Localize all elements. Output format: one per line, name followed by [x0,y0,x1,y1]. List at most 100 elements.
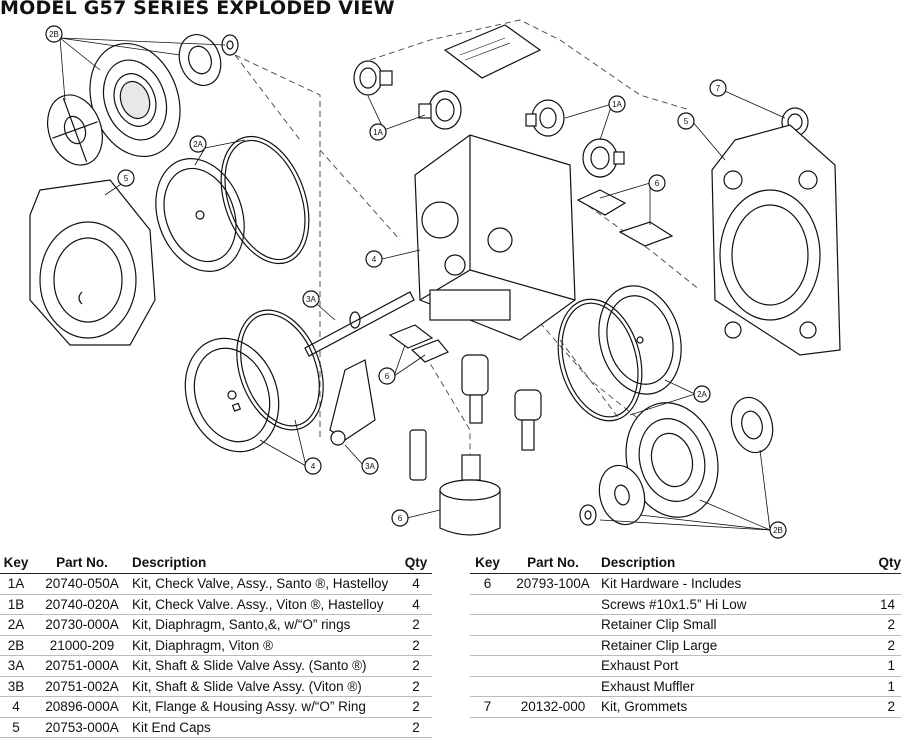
callout-6-top: 6 [648,174,666,192]
cell-part-no [505,635,601,656]
cell-key: 3B [0,676,32,697]
cell-description: Kit End Caps [132,717,400,738]
cell-part-no: 20740-050A [32,573,132,595]
cell-description: Exhaust Muffler [601,676,871,697]
cell-qty [871,573,901,595]
cell-qty: 4 [400,594,432,615]
cell-qty: 2 [400,655,432,677]
cell-description: Kit, Check Valve, Assy., Santo ®, Hastel… [132,573,400,595]
svg-text:1A: 1A [612,100,622,109]
cell-qty: 2 [400,635,432,656]
cell-part-no: 20132-000 [505,696,601,718]
callout-1a-left: 1A [369,123,387,141]
svg-text:2A: 2A [193,140,203,149]
diaphragm-2b-top-part [89,42,181,158]
flange-4-bottom [184,337,280,453]
svg-text:3A: 3A [365,462,375,471]
cell-part-no: 20751-002A [32,676,132,697]
cell-qty: 1 [871,655,901,677]
cell-qty: 2 [871,696,901,718]
page-title: MODEL G57 SERIES EXPLODED VIEW [0,0,395,19]
leader-lines [59,37,786,531]
svg-text:4: 4 [372,255,377,264]
cell-part-no [505,594,601,615]
cell-description: Kit, Flange & Housing Assy. w/“O” Ring [132,696,400,718]
header-key: Key [0,552,32,574]
end-cap-left [29,179,156,346]
shaft-3a [304,291,415,357]
diaphragm-2b-top-disc [47,94,103,166]
cell-description: Kit, Diaphragm, Viton ® [132,635,400,656]
cell-key: 5 [0,717,32,738]
diaphragm-2a-right [598,285,682,395]
callout-6-bottom: 6 [391,509,409,527]
svg-text:6: 6 [385,372,390,381]
callout-4-bottom: 4 [304,457,322,475]
end-cap-right [711,124,841,356]
header-qty: Qty [871,552,901,574]
callout-5-left: 5 [117,169,135,187]
cell-key: 2B [0,635,32,656]
cell-key [470,676,505,697]
diaphragm-2b-top-plate [178,34,222,86]
svg-text:7: 7 [716,84,721,93]
diaphragm-2b-bottom-disc [598,464,646,526]
slide-valve-3a [329,359,376,446]
callout-6-mid: 6 [378,367,396,385]
svg-text:3A: 3A [306,295,316,304]
cell-description: Kit, Diaphragm, Santo,&, w/“O” rings [132,614,400,636]
header-qty: Qty [400,552,432,574]
cell-part-no [505,676,601,697]
label-plate [443,24,542,79]
cell-part-no [505,614,601,636]
callout-3a-top: 3A [302,290,320,308]
header-key: Key [470,552,505,574]
header-description: Description [132,552,400,574]
svg-text:5: 5 [124,174,129,183]
cell-qty: 2 [400,717,432,738]
retainer-clips-top [576,189,674,247]
retainer-clips-mid [388,324,449,363]
header-part-no: Part No. [32,552,132,574]
cell-description: Retainer Clip Small [601,614,871,636]
cell-part-no: 20751-000A [32,655,132,677]
pump-housing-4 [414,134,576,341]
cell-qty: 2 [871,635,901,656]
callout-7: 7 [709,79,727,97]
callout-5-right: 5 [677,112,695,130]
cell-description: Kit Hardware - Includes [601,573,871,595]
callout-4-mid: 4 [365,250,383,268]
cell-key: 6 [470,573,505,595]
callout-1a-right: 1A [608,95,626,113]
svg-text:5: 5 [684,117,689,126]
diaphragm-2b-bottom-plate [730,396,774,454]
cell-key [470,594,505,615]
o-ring-bottom [236,309,324,431]
o-ring-top [220,135,310,265]
svg-text:6: 6 [655,179,660,188]
cell-description: Kit, Check Valve. Assy., Viton ®, Hastel… [132,594,400,615]
check-valve-1a-right-b [582,138,625,178]
table-header-row: Key Part No. Description Qty [470,552,901,574]
cell-qty: 14 [871,594,901,615]
svg-text:4: 4 [311,462,316,471]
cell-description: Screws #10x1.5” Hi Low [601,594,871,615]
exploded-view-diagram: 2B 2A 5 1A 1A 7 5 6 4 3A 6 4 3A 2A 6 2B [29,19,841,539]
cell-qty: 2 [400,676,432,697]
callout-2b-bottom: 2B [769,521,787,539]
cell-qty: 2 [400,696,432,718]
callout-2b-top: 2B [45,25,63,43]
exhaust-muffler [439,454,501,536]
